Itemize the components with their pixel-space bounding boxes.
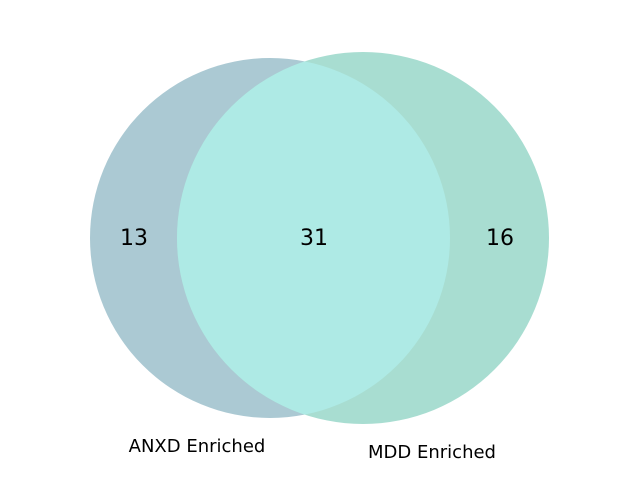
intersection-region	[177, 58, 450, 418]
anxd-only-count: 13	[120, 226, 148, 251]
mdd-only-count: 16	[486, 226, 514, 251]
intersection-count: 31	[300, 226, 328, 251]
mdd-set-label: MDD Enriched	[368, 442, 496, 463]
anxd-set-label: ANXD Enriched	[129, 436, 266, 457]
